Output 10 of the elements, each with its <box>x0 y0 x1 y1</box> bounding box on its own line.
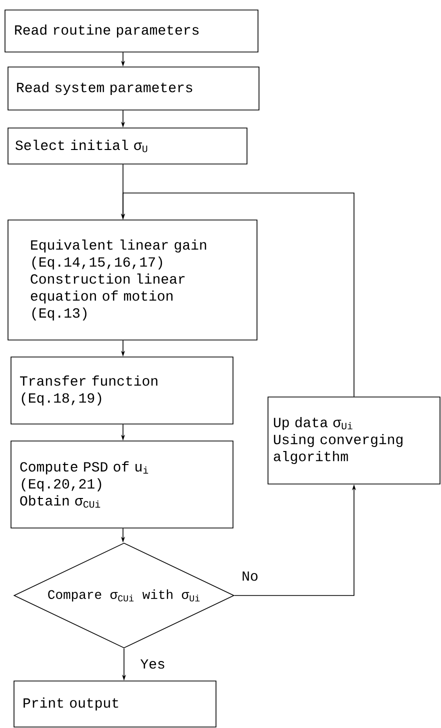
process-box: Transfer function (Eq.18,19) <box>10 356 234 424</box>
edge-label: Yes <box>140 659 164 669</box>
process-box: Read routine parameters <box>4 10 258 52</box>
process-box: Read system parameters <box>8 66 260 110</box>
process-box: Equivalent linear gain (Eq.14,15,16,17) Construction linear equation of motion (Eq.13) <box>8 220 258 340</box>
edge-label: No <box>242 571 258 581</box>
process-box: Select initial σ$_{U}$ <box>8 128 248 164</box>
process-box: Print output <box>14 680 216 728</box>
process-box: Up data σ$_{Ui}$ Using converging algorithm <box>268 396 440 484</box>
process-box: Compute PSD of u$_{i}$ (Eq.20,21) Obtain σ$_{CUi}$ <box>10 440 234 528</box>
